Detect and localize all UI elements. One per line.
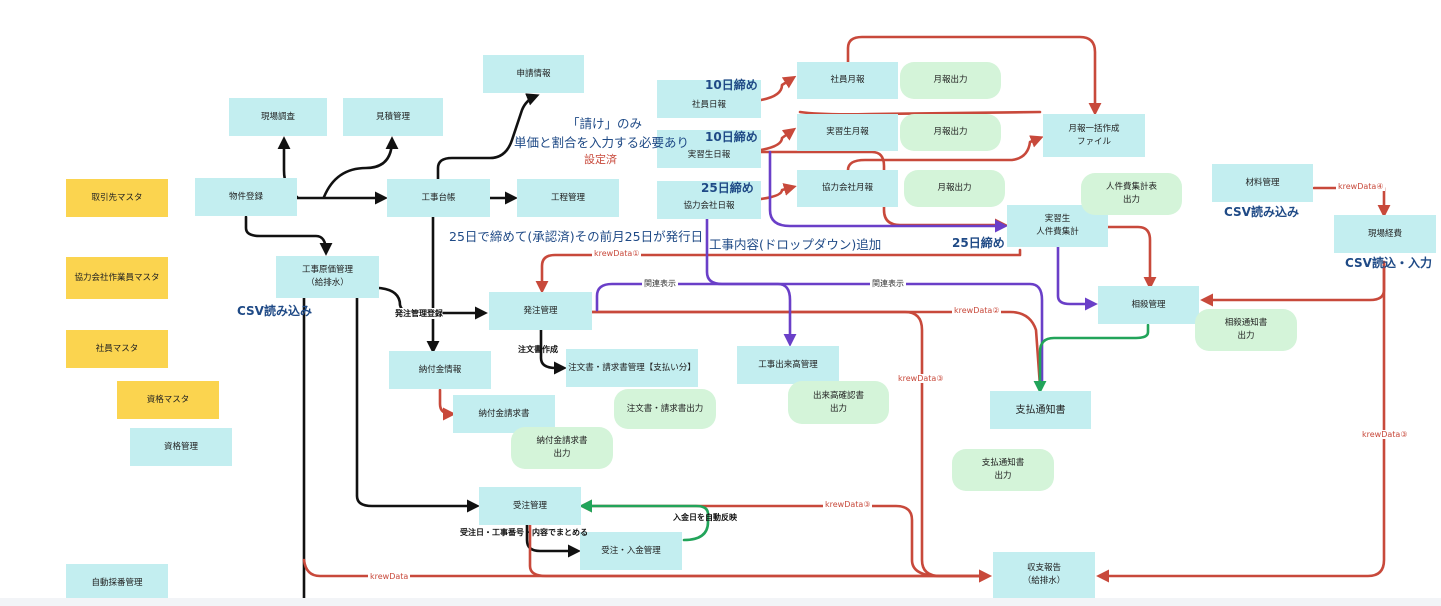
node-dekidaka-out[interactable]: 出来高確認書 出力 — [788, 381, 889, 424]
edge-nyukin-juchu — [579, 499, 710, 542]
node-dekidaka[interactable]: 工事出来高管理 — [737, 346, 839, 384]
node-nofukin-seikyu-out[interactable]: 納付金請求書 出力 — [511, 427, 613, 469]
edge-geppo2-ikkatsu — [846, 135, 1044, 172]
edge-label-krew-0: krewData — [368, 572, 411, 581]
edge-label-chumon-sakusei: 注文書作成 — [518, 345, 558, 354]
edge-label-krew-3a: krewData③ — [896, 374, 946, 383]
node-geppo-out-2[interactable]: 月報出力 — [900, 114, 1001, 151]
edge-kanren-1 — [595, 282, 1044, 388]
node-chumon-out[interactable]: 注文書・請求書出力 — [614, 389, 716, 429]
node-jido-saiban[interactable]: 自動採番管理 — [66, 564, 168, 602]
node-jisshu-geppo[interactable]: 実習生月報 — [797, 114, 898, 151]
node-kyoryoku-master[interactable]: 協力会社作業員マスタ — [66, 257, 168, 299]
edge-bukken-mitsumori — [322, 136, 399, 199]
bottom-scroll-strip — [0, 598, 1441, 606]
edge-zairyo-genba — [1312, 186, 1391, 218]
node-chumon[interactable]: 注文書・請求書管理【支払い分】 — [566, 349, 698, 387]
note-csv-1: CSV読み込み — [237, 304, 312, 318]
edge-nippo-geppo — [759, 75, 797, 102]
node-nyukin[interactable]: 受注・入金管理 — [580, 532, 682, 570]
node-shikaku-master[interactable]: 資格マスタ — [117, 381, 219, 419]
edge-jisshu-hacchu — [535, 248, 1022, 294]
edge-label-nyukin-hanei: 入金日を自動反映 — [673, 513, 737, 522]
node-shain-master[interactable]: 社員マスタ — [66, 330, 168, 368]
node-bukken[interactable]: 物件登録 — [195, 178, 297, 216]
edge-nofukin-seikyu — [438, 388, 456, 421]
edge-label-krew-2: krewData② — [952, 306, 1002, 315]
node-sosai-out[interactable]: 相殺通知書 出力 — [1195, 309, 1297, 351]
node-shiharai[interactable]: 支払通知書 — [990, 391, 1091, 429]
node-sosai[interactable]: 相殺管理 — [1098, 286, 1199, 324]
node-mitsumori[interactable]: 見積管理 — [343, 98, 443, 136]
node-genba-chosa[interactable]: 現場調査 — [229, 98, 327, 136]
node-juchu[interactable]: 受注管理 — [479, 487, 581, 525]
node-shikaku-kanri[interactable]: 資格管理 — [130, 428, 232, 466]
node-shain-nippo[interactable]: 社員日報 — [657, 80, 761, 118]
node-jinkenhi-out[interactable]: 人件費集計表 出力 — [1081, 173, 1182, 215]
edge-kyoryoku-geppo — [759, 183, 797, 201]
edge-bukken-genka — [244, 215, 333, 256]
edge-sosai-shiharai — [1033, 323, 1150, 394]
node-shinsei[interactable]: 申請情報 — [483, 55, 584, 93]
node-geppo-ikkatsu[interactable]: 月報一括作成 ファイル — [1043, 114, 1145, 157]
note-settei: 設定済 — [584, 153, 617, 166]
note-shime25-a: 25日締め — [701, 181, 754, 195]
edge-hacchu-chumon — [539, 328, 567, 375]
edge-label-kanren-2: 関連表示 — [870, 278, 906, 289]
note-dropdown: 工事内容(ドロップダウン)追加 — [709, 237, 882, 252]
note-tanka: 単価と割合を入力する必要あり — [514, 135, 690, 150]
edge-label-hacchu-toroku: 発注管理登録 — [395, 308, 443, 319]
edge-jisshu-purple — [768, 150, 1008, 233]
node-koji-daicho[interactable]: 工事台帳 — [387, 179, 490, 217]
edge-label-krew-4: krewData④ — [1336, 182, 1386, 191]
note-shime25-b: 25日締め — [952, 236, 1005, 250]
edge-label-juchu-matome: 受注日・工事番号・内容でまとめる — [460, 528, 588, 537]
edge-jinkenhi-sosai — [1106, 225, 1157, 290]
node-shushi[interactable]: 収支報告 （給排水） — [993, 552, 1095, 598]
node-genba-keihi[interactable]: 現場経費 — [1334, 215, 1436, 253]
edge-genka-juchu — [355, 296, 480, 513]
node-hacchu[interactable]: 発注管理 — [489, 292, 592, 330]
note-csv-3: CSV読込・入力 — [1345, 256, 1432, 270]
edge-label-krew-3c: krewData③ — [1360, 430, 1410, 439]
edge-label-krew-3b: krewData③ — [823, 500, 873, 509]
edge-jinkenhi-sosai-p — [1056, 244, 1098, 311]
note-hacchu-shime: 25日で締めて(承認済)その前月25日が発行日 — [449, 229, 704, 244]
note-ukeke: 「請け」のみ — [567, 116, 643, 131]
node-torihiki-master[interactable]: 取引先マスタ — [66, 179, 168, 217]
node-geppo-out-3[interactable]: 月報出力 — [904, 170, 1005, 207]
edge-hacchu-shiharai — [588, 310, 1042, 388]
edge-genba-shushi — [1096, 260, 1386, 583]
node-kyoryoku-geppo[interactable]: 協力会社月報 — [797, 170, 898, 207]
node-nofukin[interactable]: 納付金情報 — [389, 351, 491, 389]
node-kotei[interactable]: 工程管理 — [517, 179, 619, 217]
edge-geppo-ikkatsu-top — [846, 35, 1102, 116]
node-nofukin-seikyu[interactable]: 納付金請求書 — [453, 395, 555, 433]
edge-label-kanren-1: 関連表示 — [642, 278, 678, 289]
note-shime10-b: 10日締め — [705, 130, 758, 144]
node-jisshu-nippo[interactable]: 実習生日報 — [657, 130, 761, 168]
note-shime10-a: 10日締め — [705, 78, 758, 92]
edge-genka-shushi — [302, 558, 990, 578]
node-geppo-out-1[interactable]: 月報出力 — [900, 62, 1001, 99]
node-shiharai-out[interactable]: 支払通知書 出力 — [952, 449, 1054, 491]
note-csv-2: CSV読み込み — [1224, 205, 1299, 219]
edge-label-krew-1: krewData① — [592, 249, 642, 258]
node-shain-geppo[interactable]: 社員月報 — [797, 62, 898, 99]
node-genka[interactable]: 工事原価管理 （給排水） — [276, 256, 379, 298]
node-zairyo[interactable]: 材料管理 — [1212, 164, 1313, 202]
edge-daicho-shinsei — [436, 93, 540, 182]
edge-jisshu-geppo — [759, 127, 797, 152]
node-kyoryoku-nippo[interactable]: 協力会社日報 — [657, 181, 761, 219]
